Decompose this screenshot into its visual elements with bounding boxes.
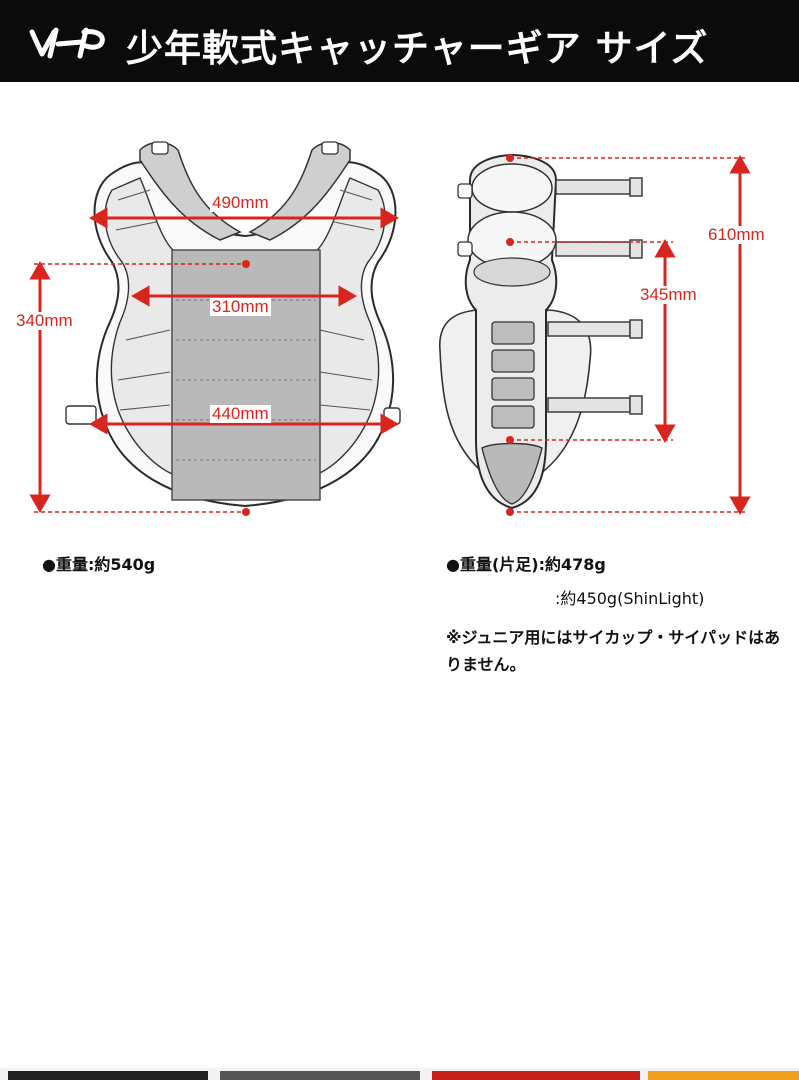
junior-note: ※ジュニア用にはサイカップ・サイパッドはありません。 bbox=[446, 628, 781, 674]
leg-lower-height-label: 345mm bbox=[638, 285, 699, 304]
chest-weight: ●重量:約540g bbox=[42, 555, 156, 574]
leg-weight-shinlight: :約450g(ShinLight) bbox=[555, 589, 705, 608]
chest-protector-illustration bbox=[65, 141, 401, 508]
thumbnail-2[interactable] bbox=[220, 1071, 420, 1080]
thumbnail-1[interactable] bbox=[8, 1071, 208, 1080]
leg-weight: ●重量(片足):約478g bbox=[446, 555, 606, 574]
gear-diagram bbox=[29, 141, 751, 516]
header-banner: 少年軟式キャッチャーギア サイズ bbox=[0, 0, 799, 82]
leg-height-label: 610mm bbox=[706, 225, 767, 244]
chest-width-bottom-label: 440mm bbox=[210, 404, 271, 423]
chest-height-label: 340mm bbox=[14, 311, 75, 330]
leg-guard-illustration bbox=[439, 153, 643, 510]
page-title: 少年軟式キャッチャーギア サイズ bbox=[126, 27, 709, 70]
chest-dimension-lines bbox=[29, 207, 400, 514]
thumbnail-4[interactable] bbox=[648, 1071, 799, 1080]
leg-guide-lines bbox=[510, 157, 748, 513]
chest-guide-lines bbox=[34, 263, 246, 513]
thumbnail-3[interactable] bbox=[432, 1071, 640, 1080]
chest-width-top-label: 490mm bbox=[210, 193, 271, 212]
brand-logo-icon bbox=[29, 27, 105, 59]
leg-dimension-lines bbox=[654, 154, 751, 516]
chest-width-mid-label: 310mm bbox=[210, 297, 271, 316]
